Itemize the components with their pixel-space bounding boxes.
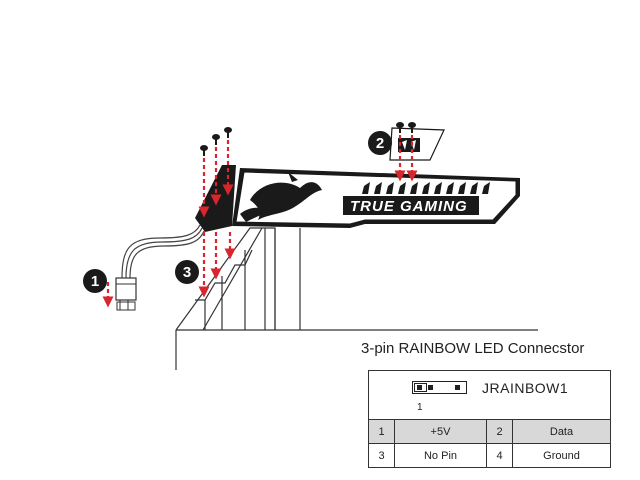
step-badge-3: 3 bbox=[175, 260, 199, 284]
pin-number: 4 bbox=[486, 443, 513, 468]
dragon-logo bbox=[240, 172, 322, 222]
small-bracket bbox=[389, 127, 445, 161]
screw-icon bbox=[224, 127, 232, 138]
pin-one-marker: 1 bbox=[417, 402, 423, 413]
pin-signal: Ground bbox=[512, 443, 611, 468]
pin-dot bbox=[455, 385, 460, 390]
rainbow-plug bbox=[115, 277, 137, 311]
step-badge-1: 1 bbox=[83, 269, 107, 293]
pinout-table: 1 +5V 2 Data 3 No Pin 4 Ground bbox=[368, 419, 611, 468]
pin-number: 3 bbox=[368, 443, 395, 468]
step-number: 2 bbox=[376, 135, 384, 152]
screw-icon bbox=[212, 134, 220, 145]
step-number: 3 bbox=[183, 264, 191, 281]
pin-number: 1 bbox=[368, 419, 395, 444]
vent-slots bbox=[362, 182, 490, 194]
pin-dot bbox=[417, 385, 422, 390]
connector-name: JRAINBOW1 bbox=[482, 380, 569, 396]
screw-icon bbox=[200, 145, 208, 156]
led-cable bbox=[121, 224, 205, 279]
screw-icon bbox=[408, 122, 416, 133]
brand-text: TRUE GAMING bbox=[350, 198, 468, 215]
pinout-panel: JRAINBOW1 1 1 +5V 2 Data 3 No Pin 4 Grou… bbox=[368, 370, 611, 468]
support-bracket: TRUE GAMING bbox=[195, 165, 520, 232]
step-number: 1 bbox=[91, 273, 99, 290]
connector-caption: 3-pin RAINBOW LED Connecstor bbox=[361, 340, 585, 357]
table-row: 3 No Pin 4 Ground bbox=[368, 443, 611, 468]
pin-one-outline bbox=[414, 383, 427, 392]
table-row: 1 +5V 2 Data bbox=[368, 419, 611, 444]
screws bbox=[200, 122, 416, 156]
step-badge-2: 2 bbox=[368, 131, 392, 155]
pin-signal: Data bbox=[512, 419, 611, 444]
pin-signal: No Pin bbox=[394, 443, 487, 468]
screw-icon bbox=[396, 122, 404, 133]
pin-dot bbox=[428, 385, 433, 390]
pin-number: 2 bbox=[486, 419, 513, 444]
install-arrows bbox=[102, 135, 418, 308]
connector-header-icon bbox=[412, 381, 467, 394]
pin-signal: +5V bbox=[394, 419, 487, 444]
